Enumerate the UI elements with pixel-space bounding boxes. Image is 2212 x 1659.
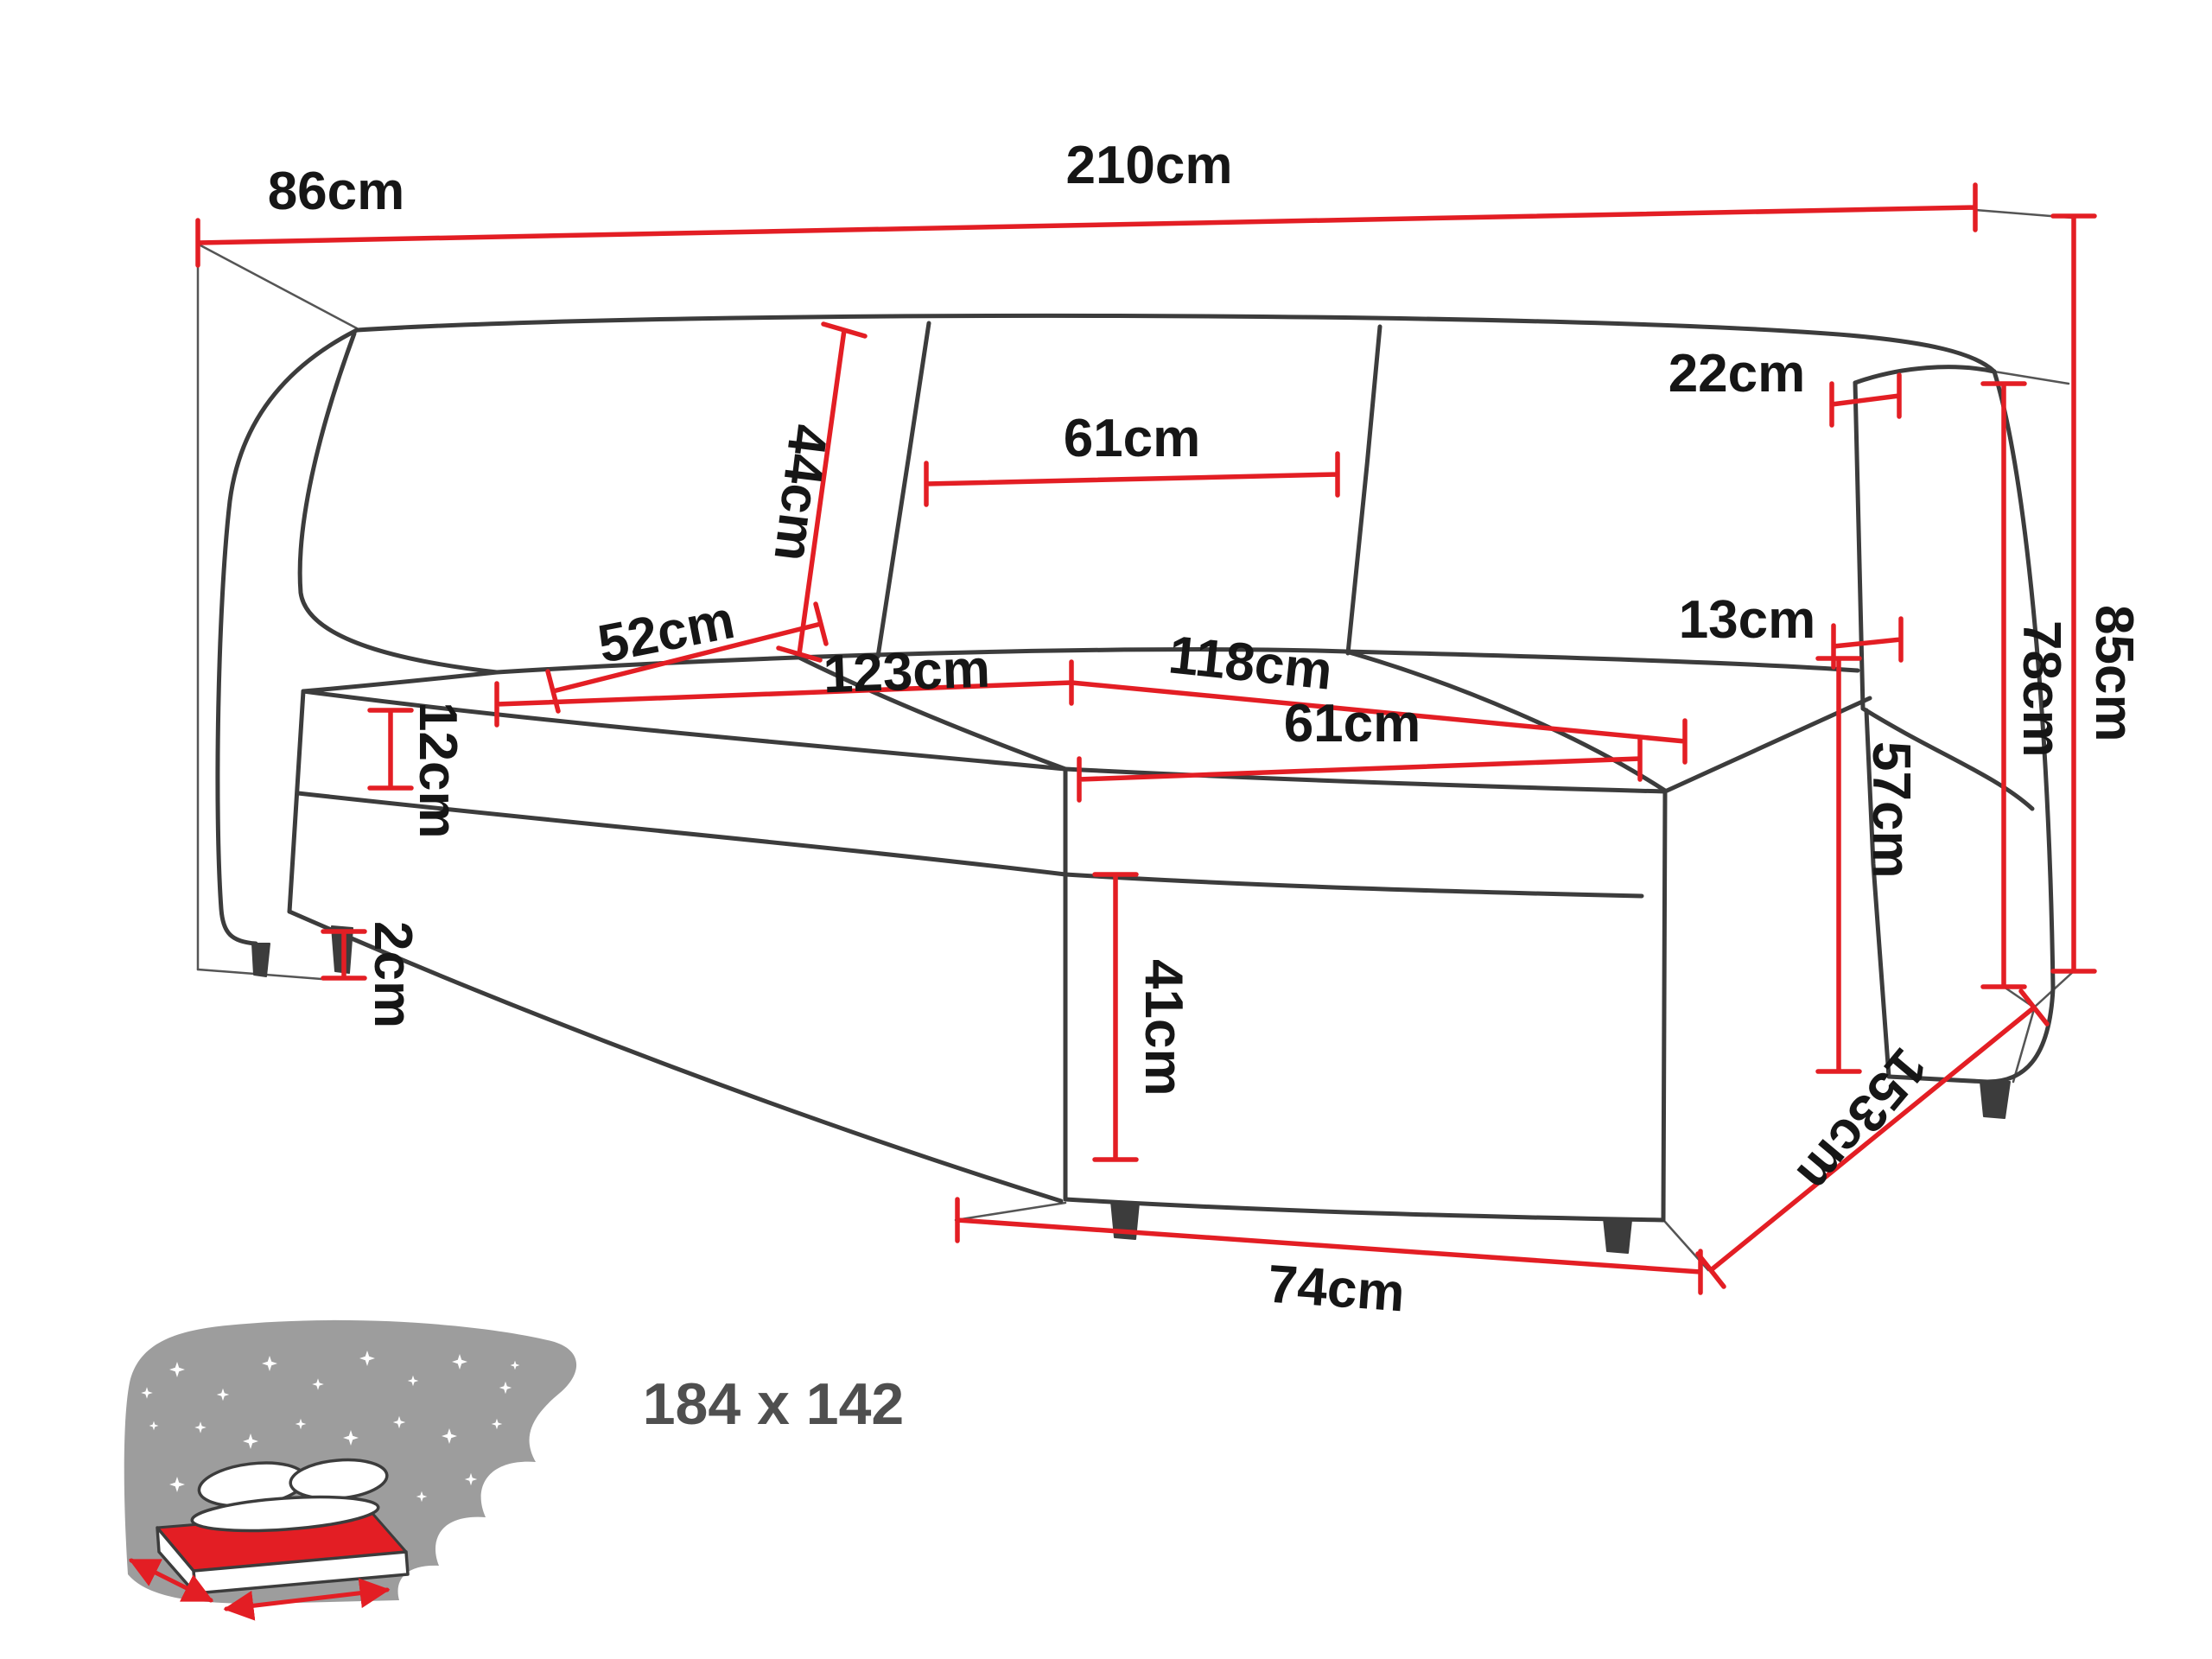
dim-line-seat-cushion-height bbox=[367, 708, 414, 791]
dim-label-total-depth: 86cm bbox=[268, 162, 405, 221]
sofa-back-to-arm-edge bbox=[1847, 333, 1997, 374]
dim-label-back-cushion-height: 44cm bbox=[762, 422, 838, 565]
right-arm-top-cap bbox=[1853, 365, 1997, 385]
ground-left-connector bbox=[954, 1201, 1067, 1222]
dim-line-chaise-cushion-width bbox=[1077, 735, 1643, 803]
left-arm-swoosh bbox=[297, 331, 499, 675]
leg-chaise-right bbox=[1603, 1217, 1632, 1254]
dimension-seat-width-left: 123cm bbox=[494, 639, 1074, 728]
seat-front-edge bbox=[301, 689, 1068, 772]
dim-label-side-height: 78cm bbox=[2012, 620, 2071, 758]
dimension-back-cushion-height: 44cm bbox=[762, 321, 868, 663]
construction-lines bbox=[196, 208, 2075, 1272]
dim-line-chaise-base-height bbox=[1092, 872, 1139, 1162]
dim-line-seat-depth bbox=[545, 601, 829, 714]
chaise-top-front-edge bbox=[1063, 766, 1668, 794]
dim-label-back-top-width: 22cm bbox=[1669, 344, 1806, 404]
bed-length-arrow bbox=[223, 1578, 391, 1621]
seat-cushion-band-seam bbox=[296, 791, 1068, 877]
left-arm-outer-edge bbox=[215, 327, 359, 946]
arm-top-connector bbox=[1993, 370, 2070, 385]
dim-label-seat-width-left: 123cm bbox=[823, 639, 991, 705]
seat-left-edge bbox=[301, 670, 499, 694]
dimension-total-width: 210cm bbox=[195, 136, 1978, 268]
dim-line-total-height bbox=[2050, 213, 2097, 974]
dim-label-leg-height: 2cm bbox=[363, 921, 423, 1028]
dimension-chaise-front-width: 74cm bbox=[955, 1197, 1703, 1324]
dim-label-back-cushion-width: 61cm bbox=[1064, 409, 1201, 468]
chaise-bottom-edge bbox=[1063, 1197, 1666, 1223]
back-cushion-seam-1 bbox=[875, 321, 931, 659]
right-arm-swoosh bbox=[1860, 706, 2035, 811]
seat-diagonal-seam-left bbox=[795, 654, 1068, 772]
dimension-total-depth: 86cm bbox=[268, 162, 405, 221]
dim-label-chaise-cushion-width: 61cm bbox=[1284, 694, 1421, 753]
dimension-total-height: 85cm bbox=[2050, 213, 2144, 974]
back-cushion-seam-2 bbox=[1345, 324, 1382, 656]
leg-right-arm bbox=[1980, 1081, 2011, 1119]
sofa-line-art bbox=[215, 313, 2056, 1254]
dimension-back-top-width: 22cm bbox=[1669, 344, 1902, 428]
dim-line-armrest-height bbox=[1815, 656, 1862, 1074]
chaise-back-right-edge bbox=[1662, 696, 1872, 794]
dim-line-seat-width-right bbox=[1069, 680, 1688, 765]
right-arm-outer-edge bbox=[1992, 369, 2056, 991]
dim-label-armrest-width: 13cm bbox=[1679, 590, 1816, 650]
sofa-back-top-edge bbox=[354, 313, 1852, 338]
dim-label-seat-width-right: 118cm bbox=[1166, 625, 1335, 701]
dim-label-armrest-height: 57cm bbox=[1861, 741, 1921, 879]
base-left-edge bbox=[287, 689, 306, 914]
dim-line-side-height bbox=[1980, 381, 2027, 989]
dimension-side-height: 78cm bbox=[1980, 381, 2071, 989]
dimension-chaise-cushion-width: 61cm bbox=[1077, 694, 1643, 803]
dimension-chaise-base-height: 41cm bbox=[1092, 872, 1193, 1162]
leg-left-arm bbox=[251, 943, 270, 977]
dim-line-chaise-front-width bbox=[955, 1197, 1703, 1295]
seat-diagonal-seam-right bbox=[1344, 649, 1668, 793]
dimension-back-cushion-width: 61cm bbox=[924, 409, 1340, 507]
sofa-bed-icon: 184 x 142 bbox=[124, 1319, 905, 1621]
dimension-armrest-height: 57cm bbox=[1815, 656, 1921, 1074]
base-bottom-edge bbox=[287, 909, 1064, 1204]
dim-line-back-cushion-width bbox=[924, 451, 1340, 507]
chaise-right-edge bbox=[1661, 789, 1668, 1223]
dim-label-chaise-front-width: 74cm bbox=[1266, 1255, 1407, 1324]
arm-bottom-connector bbox=[2012, 1007, 2036, 1084]
dim-line-back-top-width bbox=[1829, 372, 1902, 428]
dim-label-total-width: 210cm bbox=[1065, 136, 1232, 195]
sleeping-area-label: 184 x 142 bbox=[643, 1371, 905, 1437]
duvet bbox=[190, 1495, 380, 1533]
dimension-leg-height: 2cm bbox=[321, 921, 423, 1028]
bed-width-arrow bbox=[128, 1558, 214, 1603]
dimension-armrest-width: 13cm bbox=[1679, 590, 1904, 670]
dim-line-leg-height bbox=[321, 929, 367, 981]
right-arm-inner-edge bbox=[1853, 380, 1866, 711]
dim-label-chaise-depth: 153cm bbox=[1785, 1037, 1938, 1203]
dim-label-total-height: 85cm bbox=[2084, 605, 2144, 742]
chaise-cushion-seam bbox=[1063, 872, 1644, 899]
dimension-seat-cushion-height: 12cm bbox=[367, 702, 467, 839]
dim-label-seat-cushion-height: 12cm bbox=[408, 702, 467, 839]
dim-label-chaise-base-height: 41cm bbox=[1134, 959, 1193, 1096]
dim-line-total-width bbox=[195, 182, 1978, 268]
dim-line-back-cushion-height bbox=[776, 321, 868, 663]
dimension-chaise-depth: 153cm bbox=[1695, 988, 2050, 1289]
depth-edge-line bbox=[199, 244, 359, 330]
